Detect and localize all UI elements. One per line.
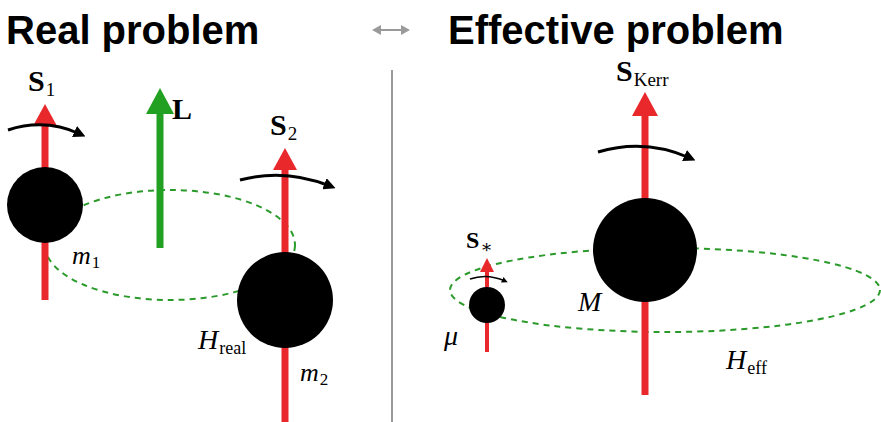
angular-momentum-arrow bbox=[146, 88, 174, 248]
test-sphere bbox=[469, 287, 505, 323]
divider bbox=[391, 70, 393, 422]
kerr-sphere bbox=[593, 198, 697, 302]
mass-label: m bbox=[300, 360, 319, 386]
body-sphere bbox=[7, 167, 83, 243]
subscript: Kerr bbox=[634, 70, 669, 89]
double-arrow bbox=[372, 25, 410, 35]
subscript: 1 bbox=[92, 254, 101, 271]
spin-label: S bbox=[270, 110, 287, 140]
spin-label: S bbox=[28, 66, 45, 96]
mass-label: μ bbox=[444, 322, 458, 350]
subscript: 2 bbox=[320, 371, 329, 388]
momentum-label: L bbox=[172, 94, 192, 124]
subscript: eff bbox=[747, 359, 767, 377]
rotation-arrow bbox=[598, 146, 690, 158]
subscript: 2 bbox=[288, 124, 298, 143]
subscript: 1 bbox=[46, 80, 56, 99]
hamiltonian-label: H bbox=[726, 346, 746, 374]
rotation-arrow bbox=[470, 276, 505, 281]
spin-label: S bbox=[466, 228, 479, 252]
body-sphere bbox=[237, 252, 333, 348]
panel-heading: Real problem bbox=[6, 10, 259, 50]
mass-label: m bbox=[72, 243, 91, 269]
mass-label: M bbox=[578, 288, 601, 316]
rotation-arrow bbox=[8, 125, 80, 134]
hamiltonian-label: H bbox=[198, 326, 218, 354]
rotation-arrow bbox=[240, 175, 330, 186]
subscript: ∗ bbox=[480, 238, 492, 256]
panel-heading: Effective problem bbox=[448, 10, 784, 50]
spin-label: S bbox=[616, 56, 633, 86]
subscript: real bbox=[219, 339, 246, 357]
